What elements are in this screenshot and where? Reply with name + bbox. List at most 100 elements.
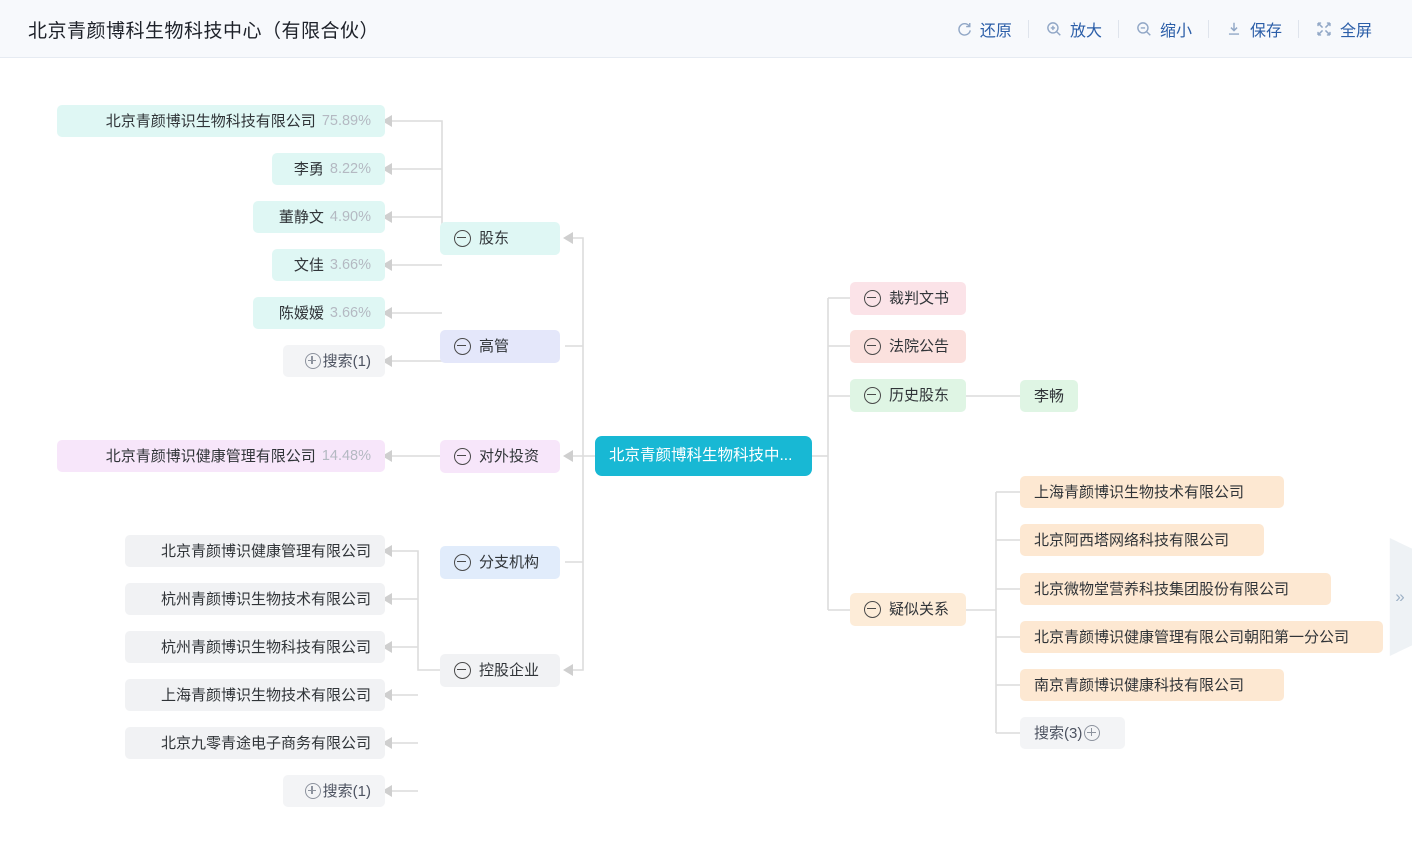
category-label: 对外投资 — [479, 448, 540, 465]
suspected-relation-node[interactable]: 北京微物堂营养科技集团股份有限公司 — [1020, 573, 1331, 605]
shareholder-node[interactable]: 董静文 4.90% — [253, 201, 385, 233]
category-node-branches[interactable]: 分支机构 — [440, 546, 560, 579]
holding-name: 杭州青颜博识生物科技有限公司 — [160, 638, 371, 656]
zoom-in-button[interactable]: 放大 — [1029, 14, 1118, 44]
suspected-relation-node[interactable]: 南京青颜博识健康科技有限公司 — [1020, 669, 1284, 701]
download-icon — [1225, 20, 1243, 38]
history-shareholder-name: 李畅 — [1034, 387, 1065, 405]
suspected-relation-node[interactable]: 北京阿西塔网络科技有限公司 — [1020, 524, 1264, 556]
category-label: 高管 — [479, 338, 510, 355]
shareholder-percent: 8.22% — [329, 160, 371, 177]
fullscreen-button[interactable]: 全屏 — [1299, 14, 1388, 44]
shareholder-name: 李勇 — [293, 160, 324, 178]
history-shareholder-node[interactable]: 李畅 — [1020, 380, 1078, 412]
zoom-in-icon — [1045, 20, 1063, 38]
category-node-executives[interactable]: 高管 — [440, 330, 560, 363]
zoom-in-label: 放大 — [1069, 23, 1102, 40]
collapse-minus-icon[interactable] — [864, 601, 881, 618]
fullscreen-icon — [1315, 20, 1333, 38]
collapse-minus-icon[interactable] — [454, 448, 471, 465]
investment-percent: 14.48% — [321, 447, 371, 464]
collapse-minus-icon[interactable] — [454, 662, 471, 679]
suspected-relation-node[interactable]: 北京青颜博识健康管理有限公司朝阳第一分公司 — [1020, 621, 1383, 653]
plus-circle-icon — [304, 783, 321, 799]
category-node-court-announcements[interactable]: 法院公告 — [850, 330, 966, 363]
category-node-judgment-documents[interactable]: 裁判文书 — [850, 282, 966, 315]
zoom-out-button[interactable]: 缩小 — [1119, 14, 1208, 44]
double-chevron-right-icon: » — [1395, 587, 1405, 606]
shareholder-name: 陈嫒嫒 — [278, 304, 324, 322]
collapse-minus-icon[interactable] — [454, 230, 471, 247]
save-button[interactable]: 保存 — [1209, 14, 1298, 44]
suspected-relation-name: 南京青颜博识健康科技有限公司 — [1034, 676, 1245, 694]
graph-canvas[interactable]: 北京青颜博识生物科技有限公司 75.89% 李勇 8.22% 董静文 4.90%… — [0, 58, 1412, 845]
category-label: 法院公告 — [889, 338, 950, 355]
suspected-more-label: 搜索(3) — [1034, 724, 1083, 742]
shareholders-more-label: 搜索(1) — [322, 352, 371, 370]
category-label: 历史股东 — [889, 387, 950, 404]
suspected-relation-name: 北京阿西塔网络科技有限公司 — [1034, 531, 1230, 549]
expand-panel-handle[interactable]: » — [1389, 538, 1412, 656]
toolbar-divider — [1297, 20, 1299, 38]
save-label: 保存 — [1249, 23, 1282, 40]
shareholder-percent: 3.66% — [329, 256, 371, 273]
holding-name: 北京青颜博识健康管理有限公司 — [160, 542, 371, 560]
connector-lines — [382, 115, 1020, 797]
plus-circle-icon — [304, 353, 321, 369]
suspected-more-button[interactable]: 搜索(3) — [1020, 717, 1125, 749]
shareholder-percent: 75.89% — [321, 112, 371, 129]
suspected-relation-name: 上海青颜博识生物技术有限公司 — [1034, 483, 1245, 501]
toolbar-divider — [1207, 20, 1209, 38]
refresh-icon — [955, 20, 973, 38]
category-label: 控股企业 — [479, 662, 540, 679]
holdings-more-button[interactable]: 搜索(1) — [283, 775, 385, 807]
shareholder-node[interactable]: 李勇 8.22% — [272, 153, 385, 185]
category-label: 疑似关系 — [889, 601, 950, 618]
collapse-minus-icon[interactable] — [454, 554, 471, 571]
app-header: 北京青颜博科生物科技中心（有限合伙） 还原 放大 — [0, 0, 1412, 58]
holdings-more-label: 搜索(1) — [322, 782, 371, 800]
suspected-relation-node[interactable]: 上海青颜博识生物技术有限公司 — [1020, 476, 1284, 508]
shareholder-name: 董静文 — [278, 208, 324, 226]
holding-node[interactable]: 北京青颜博识健康管理有限公司 — [125, 535, 385, 567]
zoom-out-label: 缩小 — [1159, 23, 1192, 40]
category-label: 分支机构 — [479, 554, 540, 571]
collapse-minus-icon[interactable] — [864, 338, 881, 355]
category-label: 股东 — [479, 230, 510, 247]
holding-node[interactable]: 杭州青颜博识生物科技有限公司 — [125, 631, 385, 663]
shareholder-name: 北京青颜博识生物科技有限公司 — [105, 112, 316, 130]
restore-label: 还原 — [979, 23, 1012, 40]
collapse-minus-icon[interactable] — [864, 290, 881, 307]
toolbar-divider — [1117, 20, 1119, 38]
zoom-out-icon — [1135, 20, 1153, 38]
category-node-shareholders[interactable]: 股东 — [440, 222, 560, 255]
holding-node[interactable]: 上海青颜博识生物技术有限公司 — [125, 679, 385, 711]
shareholder-percent: 4.90% — [329, 208, 371, 225]
suspected-relation-name: 北京青颜博识健康管理有限公司朝阳第一分公司 — [1034, 628, 1350, 646]
holding-node[interactable]: 北京九零青途电子商务有限公司 — [125, 727, 385, 759]
center-company-label: 北京青颜博科生物科技中... — [609, 447, 793, 465]
fullscreen-label: 全屏 — [1339, 23, 1372, 40]
collapse-minus-icon[interactable] — [454, 338, 471, 355]
holding-node[interactable]: 杭州青颜博识生物技术有限公司 — [125, 583, 385, 615]
toolbar-divider — [1027, 20, 1029, 38]
center-company-node[interactable]: 北京青颜博科生物科技中... — [595, 436, 812, 476]
shareholders-more-button[interactable]: 搜索(1) — [283, 345, 385, 377]
category-node-holdings[interactable]: 控股企业 — [440, 654, 560, 687]
shareholder-node[interactable]: 北京青颜博识生物科技有限公司 75.89% — [57, 105, 385, 137]
category-node-history-shareholders[interactable]: 历史股东 — [850, 379, 966, 412]
shareholder-percent: 3.66% — [329, 304, 371, 321]
toolbar: 还原 放大 缩小 — [939, 0, 1388, 58]
collapse-minus-icon[interactable] — [864, 387, 881, 404]
shareholder-node[interactable]: 文佳 3.66% — [272, 249, 385, 281]
category-node-investments[interactable]: 对外投资 — [440, 440, 560, 473]
plus-circle-icon — [1084, 725, 1101, 741]
shareholder-name: 文佳 — [293, 256, 324, 274]
category-label: 裁判文书 — [889, 290, 950, 307]
restore-button[interactable]: 还原 — [939, 14, 1028, 44]
investment-node[interactable]: 北京青颜博识健康管理有限公司 14.48% — [57, 440, 385, 472]
category-node-suspected-relations[interactable]: 疑似关系 — [850, 593, 966, 626]
shareholder-node[interactable]: 陈嫒嫒 3.66% — [253, 297, 385, 329]
investment-name: 北京青颜博识健康管理有限公司 — [105, 447, 316, 465]
holding-name: 杭州青颜博识生物技术有限公司 — [160, 590, 371, 608]
